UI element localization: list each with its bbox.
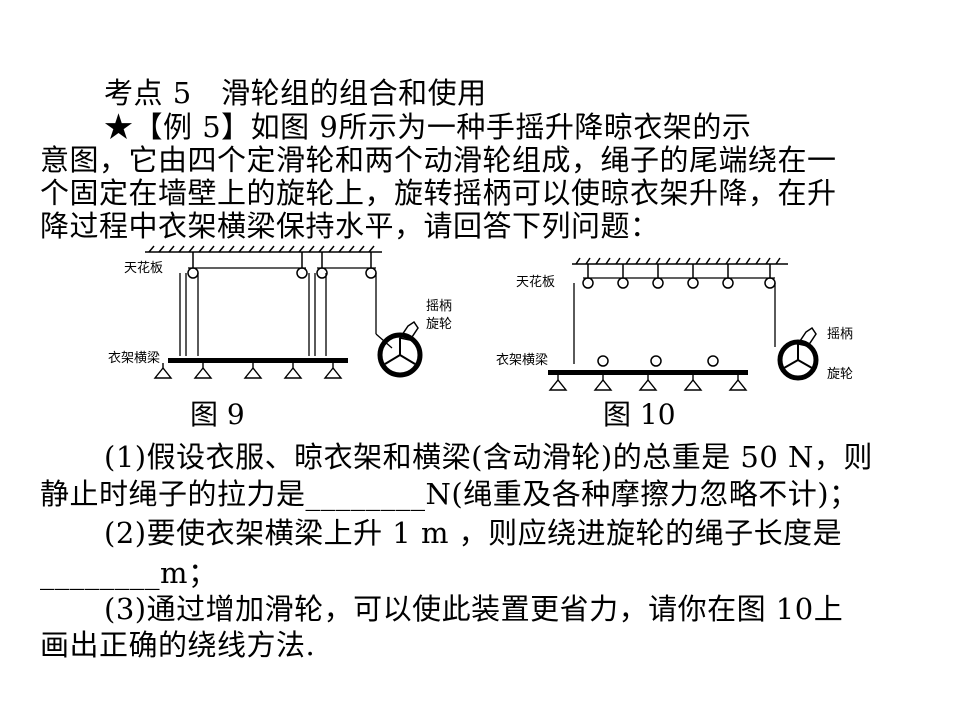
section-heading: 考点 5 滑轮组的组合和使用 <box>104 76 487 110</box>
fig10-handle-label: 摇柄 <box>827 327 853 342</box>
fig9-beam-label: 衣架横梁 <box>108 350 160 366</box>
fig10-wheel-label: 旋轮 <box>827 367 853 382</box>
question-3-line-1: (3)通过增加滑轮，可以使此装置更省力，请你在图 10上 <box>104 592 844 626</box>
question-2-line-2: ________m； <box>40 556 218 590</box>
example-line-1: ★【例 5】如图 9所示为一种手摇升降晾衣架的示 <box>104 110 752 144</box>
example-line-4: 降过程中衣架横梁保持水平，请回答下列问题： <box>40 209 660 243</box>
figure-9-diagram: 天花板 衣架横梁 摇柄 旋轮 <box>100 238 480 402</box>
question-1-line-2: 静止时绳子的拉力是________N(绳重及各种摩擦力忽略不计)； <box>40 477 859 511</box>
fig10-ceiling-label: 天花板 <box>516 274 555 290</box>
question-1-line-1: (1)假设衣服、晾衣架和横梁(含动滑轮)的总重是 50 N，则 <box>104 440 873 474</box>
figure-9-caption: 图 9 <box>190 398 245 431</box>
figure-10-diagram: 天花板 衣架横梁 摇柄 旋轮 <box>490 244 870 408</box>
question-3-line-2: 画出正确的绕线方法. <box>40 628 316 662</box>
fig9-handle-label: 摇柄 <box>426 299 452 314</box>
question-2-line-1: (2)要使衣架横梁上升 1 m ，则应绕进旋轮的绳子长度是 <box>104 516 843 550</box>
figure-10-caption: 图 10 <box>603 398 676 431</box>
fig9-ceiling-label: 天花板 <box>124 260 163 276</box>
fig9-wheel-label: 旋轮 <box>426 317 452 332</box>
example-line-3: 个固定在墙壁上的旋轮上，旋转摇柄可以使晾衣架升降，在升 <box>40 176 837 210</box>
fig10-beam-label: 衣架横梁 <box>496 352 548 368</box>
example-line-2: 意图，它由四个定滑轮和两个动滑轮组成，绳子的尾端绕在一 <box>40 143 837 177</box>
